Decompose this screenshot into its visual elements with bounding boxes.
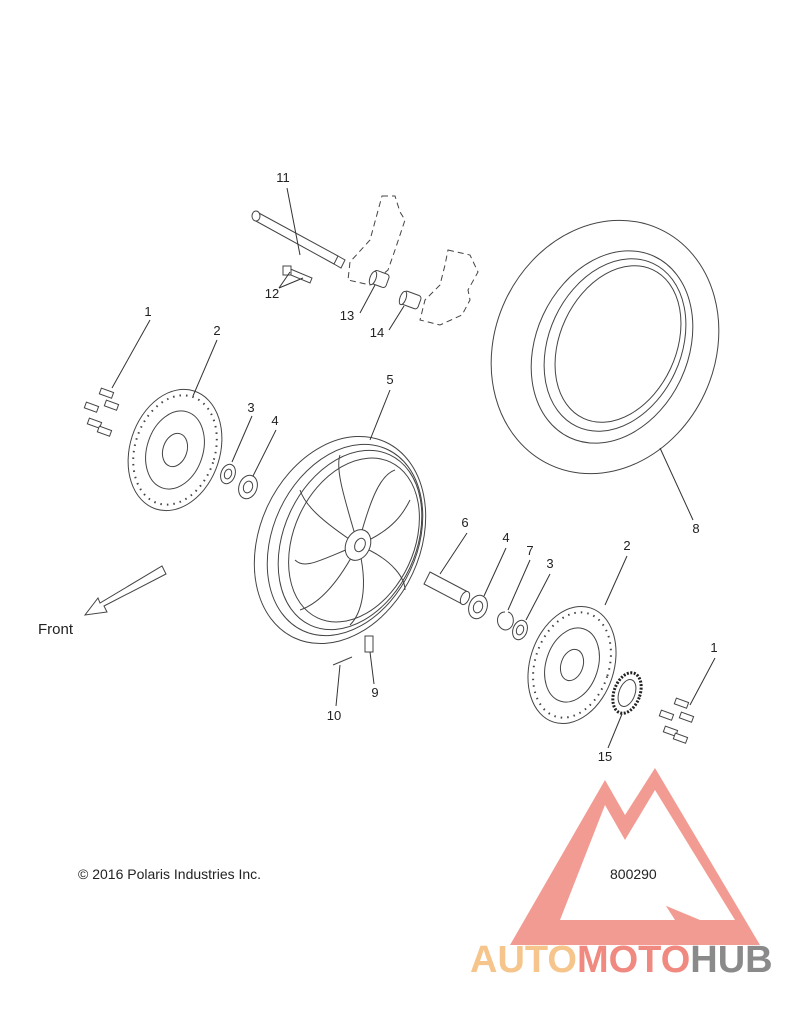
- callout-3a: 3: [247, 400, 254, 415]
- callout-4b: 4: [502, 530, 509, 545]
- callout-4a: 4: [271, 413, 278, 428]
- callout-15: 15: [598, 749, 612, 764]
- leader-lines: [111, 187, 716, 749]
- callout-12: 12: [265, 286, 279, 301]
- callout-13: 13: [340, 308, 354, 323]
- seal-3-right: [512, 619, 528, 641]
- callout-8: 8: [692, 521, 699, 536]
- watermark-logo-icon: [510, 768, 760, 945]
- tone-ring-15: [611, 671, 643, 715]
- brake-disc-right: [527, 605, 617, 725]
- disc-bolts-left: [83, 387, 120, 437]
- callout-10: 10: [327, 708, 341, 723]
- bearing-4-left: [238, 474, 258, 500]
- watermark-word-moto: MOTO: [577, 939, 690, 981]
- circlip-7: [497, 611, 514, 631]
- callout-3b: 3: [546, 556, 553, 571]
- front-label: Front: [38, 621, 74, 638]
- callout-1b: 1: [710, 640, 717, 655]
- callout-6: 6: [461, 515, 468, 530]
- balance-weight-10: [332, 656, 353, 666]
- callout-2b: 2: [623, 538, 630, 553]
- axle-spacer-6: [423, 571, 471, 606]
- copyright-text: © 2016 Polaris Industries Inc.: [78, 866, 261, 882]
- watermark-word-hub: HUB: [690, 939, 772, 981]
- spacer-14: [398, 290, 422, 310]
- spacer-13: [368, 270, 390, 288]
- wheel-rim-part: [253, 435, 427, 645]
- watermark-brand: AUTOMOTOHUB: [470, 939, 773, 981]
- pinch-bolt-12: [282, 265, 313, 284]
- brake-disc-left: [127, 388, 223, 512]
- part-number: 800290: [610, 866, 657, 882]
- axle-part: [251, 210, 346, 269]
- callout-5: 5: [386, 372, 393, 387]
- callout-9: 9: [371, 685, 378, 700]
- watermark-word-auto: AUTO: [470, 939, 577, 981]
- fork-legs: [347, 195, 479, 326]
- bearing-4-right: [468, 594, 488, 620]
- tire-part: [490, 219, 720, 475]
- callout-1a: 1: [144, 304, 151, 319]
- callout-11: 11: [276, 170, 290, 185]
- front-arrow-icon: [83, 565, 167, 616]
- disc-bolts-right: [658, 697, 695, 744]
- callout-14: 14: [370, 325, 384, 340]
- callout-2a: 2: [213, 323, 220, 338]
- valve-stem-9: [364, 635, 374, 653]
- seal-3-left: [220, 463, 236, 485]
- callout-7: 7: [526, 543, 533, 558]
